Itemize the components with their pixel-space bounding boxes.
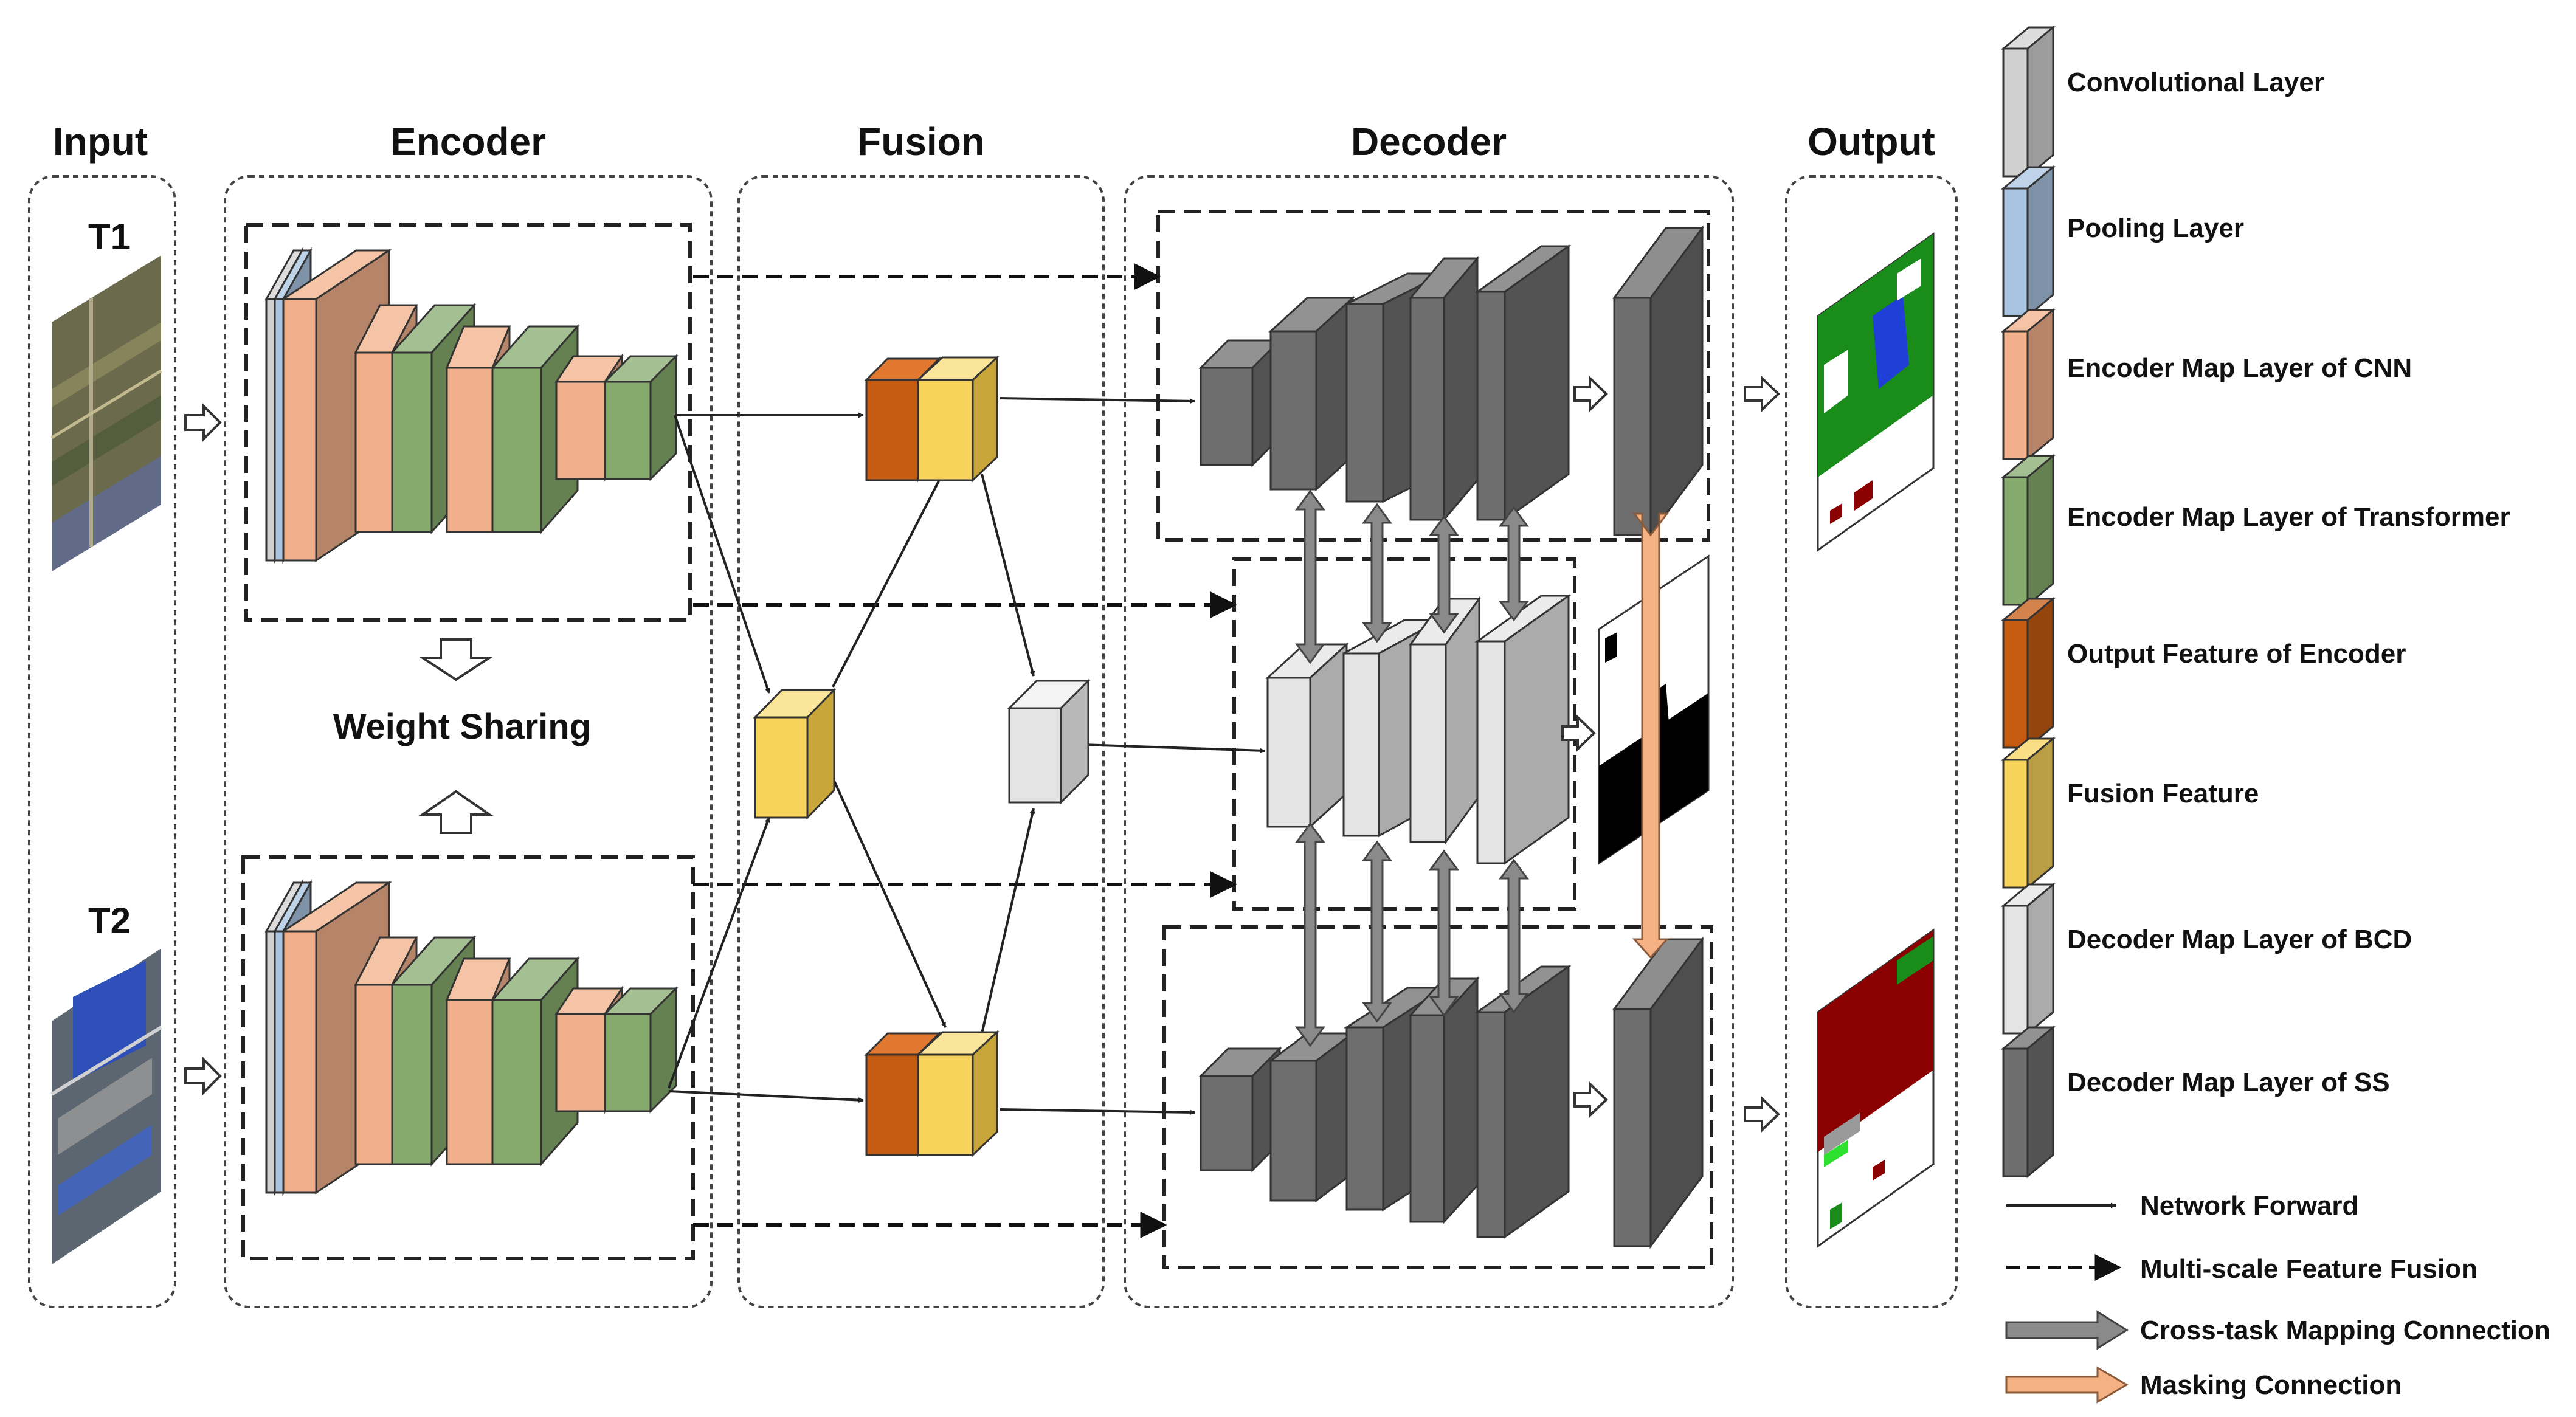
decoder-ss-t2-box <box>1162 925 1713 1269</box>
masking-connection <box>1632 512 1670 959</box>
ss-decoder-layer <box>1198 338 1282 467</box>
section-title-fusion: Fusion <box>857 120 985 164</box>
fusion-feature-middle <box>753 688 837 820</box>
ss-decoder-layer <box>1408 255 1480 523</box>
ss-decoder-layer <box>1474 965 1572 1239</box>
legend-label-fusion-feat: Fusion Feature <box>2067 779 2259 808</box>
cross-task-arrow <box>1295 822 1325 1047</box>
legend-label-cross-task: Cross-task Mapping Connection <box>2140 1315 2550 1345</box>
encoder-t2-box <box>241 855 695 1260</box>
weight-sharing-arrow-up <box>418 790 494 834</box>
legend-dec-bcd-icon <box>2000 882 2056 1036</box>
decoder-final-ss-t1 <box>1612 225 1704 538</box>
input-image-t1 <box>50 255 162 571</box>
cross-task-arrow <box>1362 840 1392 1023</box>
legend-fusion-feat-icon <box>2000 736 2056 890</box>
encoder-t2-blocks <box>264 879 679 1196</box>
legend-cross-task-icon <box>2005 1310 2129 1350</box>
cross-task-connections <box>1295 489 1529 1047</box>
transformer-layer <box>603 354 679 481</box>
decoder-bcd-stack <box>1265 594 1572 865</box>
ss-decoder-layer <box>1268 295 1355 492</box>
decoder-section <box>1124 175 1734 1308</box>
transformer-layer <box>490 956 580 1167</box>
cross-task-arrow <box>1295 489 1325 664</box>
cross-task-arrow <box>1429 515 1459 634</box>
input-arrow-t2 <box>184 1057 222 1095</box>
decoder-arrow-t1 <box>1573 375 1608 413</box>
cross-task-arrow <box>1499 858 1529 1014</box>
ss-decoder-layer <box>1268 1032 1356 1202</box>
section-title-input: Input <box>53 120 148 164</box>
legend-label-masking: Masking Connection <box>2140 1370 2402 1400</box>
output-section <box>1785 175 1958 1308</box>
input-image-t2 <box>50 948 162 1264</box>
ss-decoder-layer <box>1198 1046 1282 1173</box>
bcd-decoder-layer <box>1409 596 1481 845</box>
transformer-layer <box>603 986 679 1114</box>
legend-label-dec-ss: Decoder Map Layer of SS <box>2067 1067 2390 1097</box>
encoder-t1-box <box>244 223 692 622</box>
legend-label-enc-trans: Encoder Map Layer of Transformer <box>2067 502 2510 532</box>
legend-label-network-forward: Network Forward <box>2140 1191 2358 1221</box>
ss-decoder-layer <box>1408 976 1480 1224</box>
legend-enc-trans-icon <box>2000 453 2056 607</box>
fusion-section <box>737 175 1105 1308</box>
decoder-ss-t1-box <box>1156 210 1710 542</box>
decoder-final-ss-t2 <box>1612 936 1704 1249</box>
bcd-decoder-layer <box>1474 594 1572 865</box>
legend-pool-icon <box>2000 165 2056 319</box>
section-title-encoder: Encoder <box>390 120 546 164</box>
cross-task-arrow <box>1429 849 1459 1017</box>
fusion-feature-t2 <box>916 1030 1000 1157</box>
network-forward-arrows <box>668 397 1265 1115</box>
legend-label-enc-cnn: Encoder Map Layer of CNN <box>2067 353 2412 383</box>
legend-label-multi-scale: Multi-scale Feature Fusion <box>2140 1254 2478 1284</box>
ss-decoder-layer <box>1474 244 1572 522</box>
encoder-output-feature-t2 <box>864 1031 942 1157</box>
legend-dec-ss-icon <box>2000 1025 2056 1179</box>
legend-label-dec-bcd: Decoder Map Layer of BCD <box>2067 925 2412 954</box>
bcd-fusion-feature <box>1007 678 1091 805</box>
weight-sharing-label: Weight Sharing <box>333 707 591 746</box>
decoder-arrow-t2 <box>1573 1081 1608 1119</box>
decoder-arrow-bcd <box>1561 714 1596 752</box>
encoder-section <box>224 175 713 1308</box>
legend-enc-cnn-icon <box>2000 308 2056 461</box>
legend-out-feat-icon <box>2000 596 2056 750</box>
input-arrow-t1 <box>184 403 222 442</box>
legend-label-out-feat: Output Feature of Encoder <box>2067 639 2406 669</box>
output-semantic-map-t1 <box>1817 232 1935 552</box>
cross-task-arrow <box>1499 506 1529 622</box>
output-arrow-t2 <box>1744 1095 1780 1133</box>
legend-label-pool: Pooling Layer <box>2067 213 2244 243</box>
input-t2-label: T2 <box>88 900 131 941</box>
legend-label-conv: Convolutional Layer <box>2067 67 2324 97</box>
cross-task-arrow <box>1362 503 1392 643</box>
input-t1-label: T1 <box>88 216 131 257</box>
output-arrow-t1 <box>1744 375 1780 413</box>
section-title-decoder: Decoder <box>1351 120 1507 164</box>
section-title-output: Output <box>1808 120 1935 164</box>
legend-conv-icon <box>2000 25 2056 179</box>
encoder-t1-blocks <box>264 247 679 564</box>
weight-sharing-arrow-down <box>418 638 494 681</box>
decoder-ss-t1-stack <box>1198 244 1572 523</box>
legend-masking-icon <box>2005 1366 2129 1404</box>
output-semantic-map-t2 <box>1817 928 1935 1248</box>
decoder-ss-t2-stack <box>1198 965 1572 1239</box>
bcd-decoder-layer <box>1265 642 1349 829</box>
input-section <box>28 175 176 1308</box>
fusion-feature-t1 <box>916 355 1000 483</box>
